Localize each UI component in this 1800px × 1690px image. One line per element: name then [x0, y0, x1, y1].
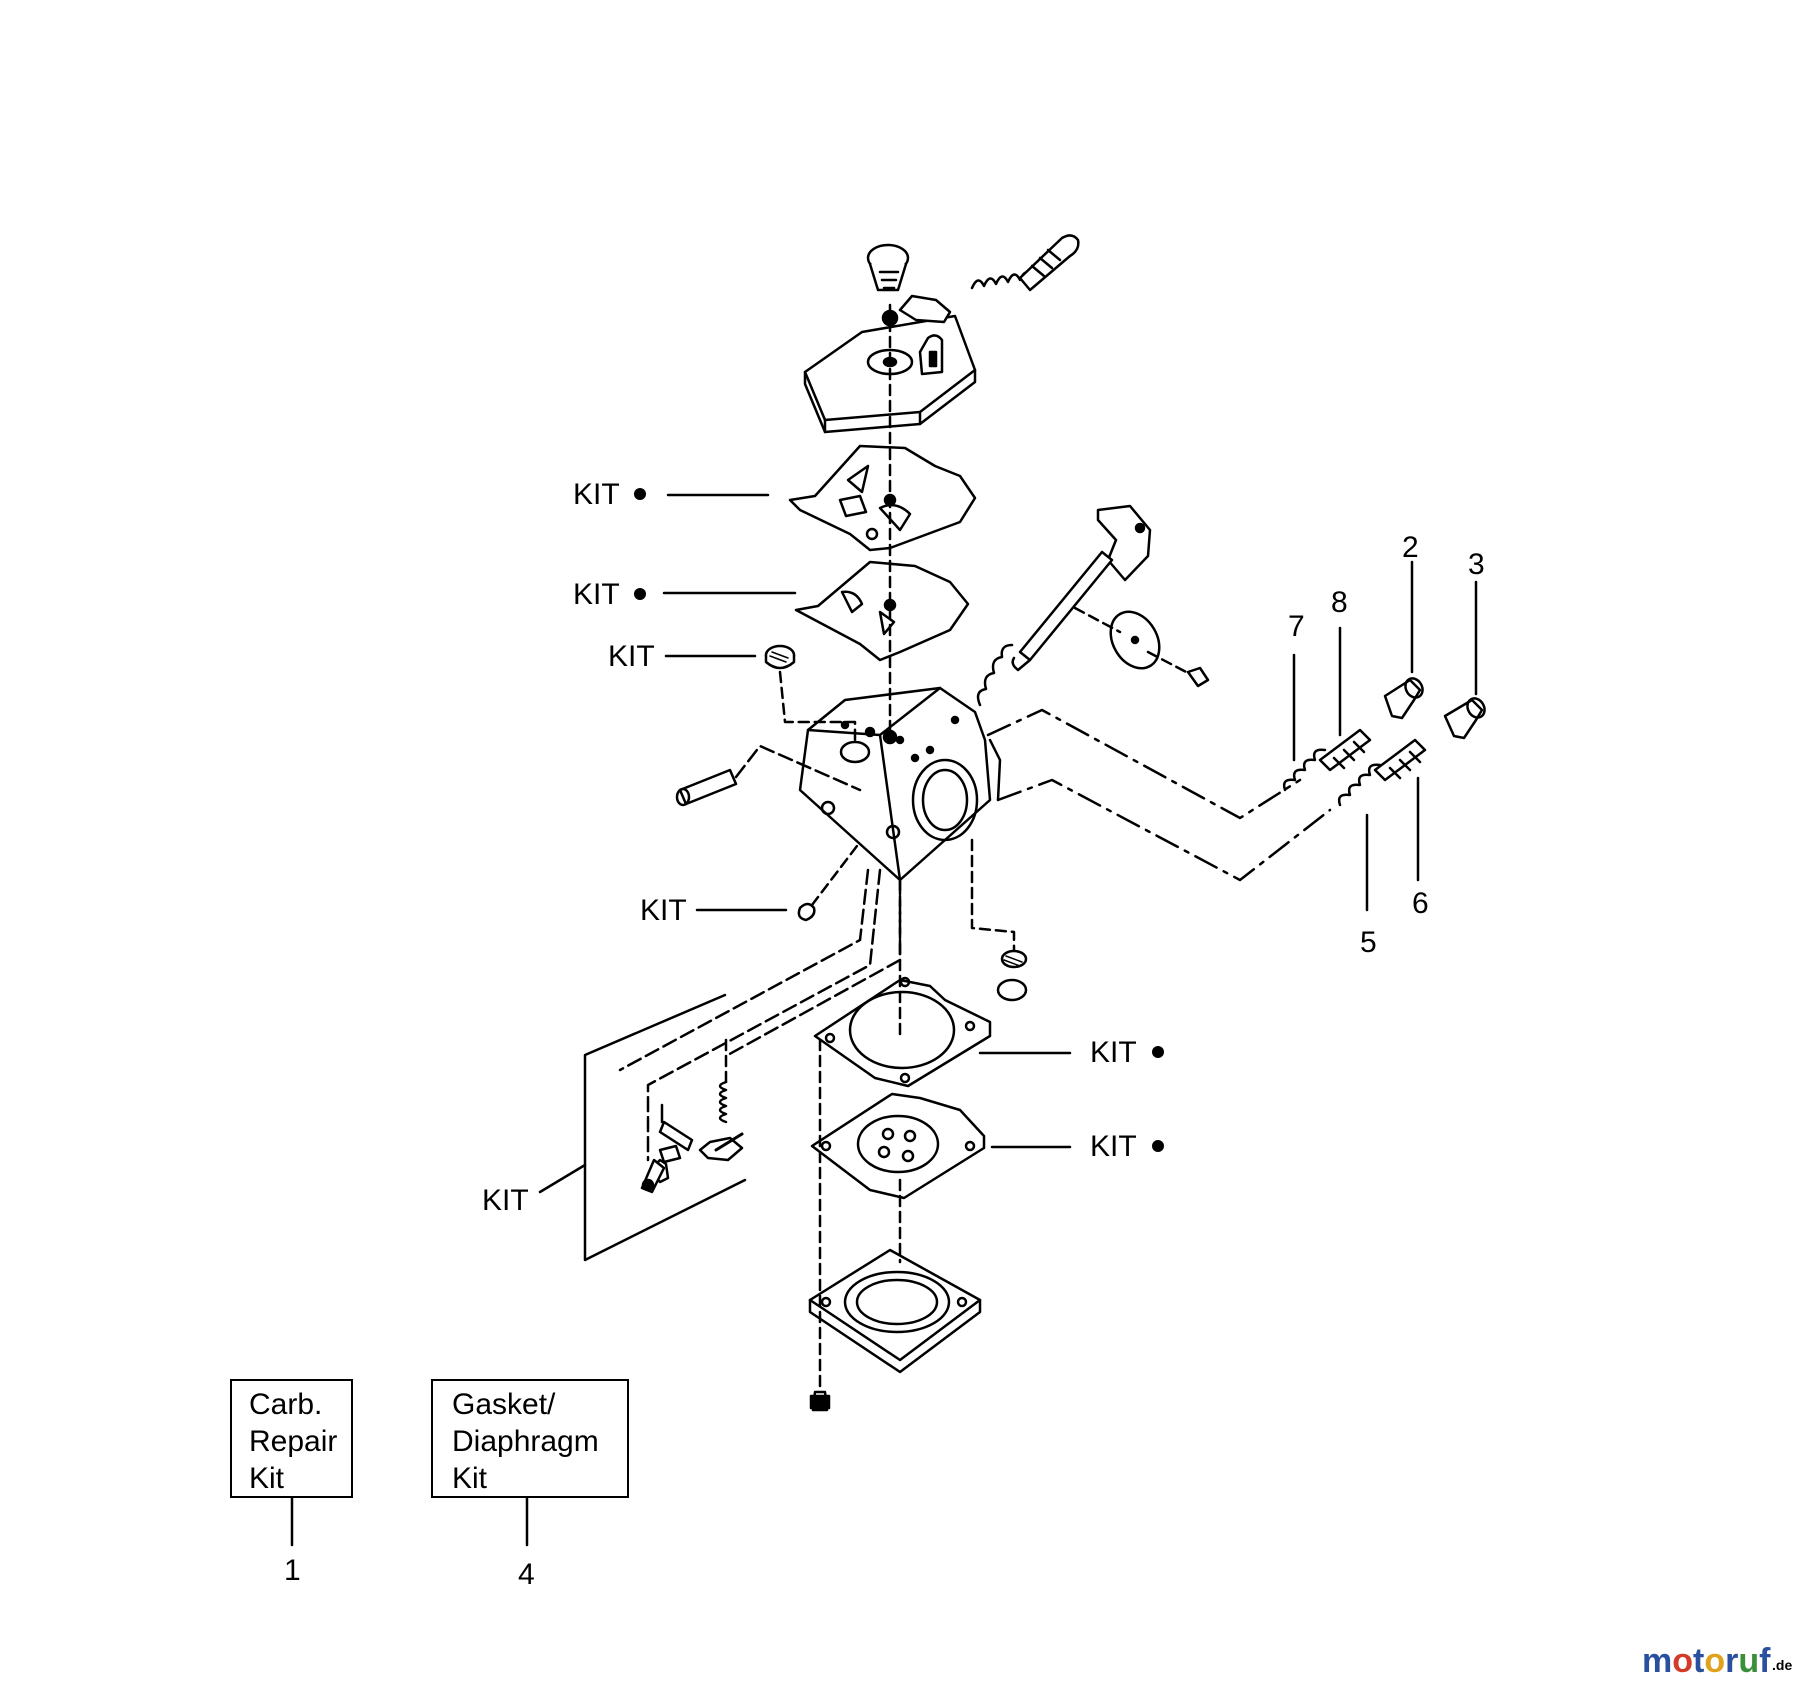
circlip [797, 840, 862, 922]
kit-label-cover-gasket: KIT [573, 478, 620, 511]
legend-box-line: Diaphragm [452, 1425, 599, 1458]
callout-5: 5 [1360, 926, 1377, 959]
callout-7: 7 [1288, 610, 1305, 643]
throttle-spring [976, 643, 1014, 707]
legend-box-gasket-diaphragm-kit: Gasket/ Diaphragm Kit [431, 1379, 629, 1498]
callout-6: 6 [1412, 887, 1429, 920]
kit-label-pump-diaphragm: KIT [1090, 1130, 1137, 1163]
svg-text:.de: .de [1772, 1657, 1792, 1673]
callout-2: 2 [1402, 531, 1419, 564]
kit-label-circlip: KIT [640, 894, 687, 927]
kit-label-screen: KIT [608, 640, 655, 673]
high-speed-spring [1337, 763, 1382, 807]
pump-diaphragm [810, 1092, 986, 1200]
kit-label-diaphragm: KIT [573, 578, 620, 611]
lower-screen [970, 838, 1028, 1002]
callout-3: 3 [1468, 548, 1485, 581]
metering-diaphragm [794, 560, 970, 662]
gasket-upper [788, 444, 977, 552]
pump-gasket [813, 976, 992, 1088]
kit-bullet [1152, 1046, 1164, 1058]
callout-4: 4 [518, 1558, 535, 1591]
limiter-cap-b [1443, 697, 1486, 740]
inlet-needle-group [640, 1038, 744, 1194]
legend-box-line: Kit [452, 1462, 488, 1495]
low-speed-needle [1318, 728, 1372, 772]
carburetor-body [798, 686, 1002, 882]
watermark-logo: motoruf .de [1642, 1642, 1792, 1680]
limiter-cap-a [1383, 677, 1424, 720]
top-screw [866, 243, 910, 292]
kit-bullet [1152, 1140, 1164, 1152]
choke-pin [675, 744, 862, 807]
throttle-shaft [1011, 504, 1210, 688]
callout-1: 1 [284, 1554, 301, 1587]
high-speed-needle [1373, 738, 1427, 782]
svg-text:motoruf: motoruf [1642, 1642, 1771, 1680]
legend-box-line: Repair [249, 1425, 337, 1458]
inlet-screen [764, 644, 796, 670]
legend-box-line: Gasket/ [452, 1388, 556, 1421]
pump-cover [808, 1248, 982, 1374]
kit-label-inlet-needle: KIT [482, 1184, 529, 1217]
callout-8: 8 [1331, 586, 1348, 619]
legend-box-carb-repair-kit: Carb. Repair Kit [230, 1379, 353, 1498]
kit-bullet [634, 588, 646, 600]
low-speed-spring [1282, 748, 1327, 792]
adjustment-needle [1018, 234, 1080, 292]
legend-box-line: Kit [249, 1462, 285, 1495]
cover-screw [809, 1390, 831, 1412]
kit-label-pump-gasket: KIT [1090, 1036, 1137, 1069]
kit-bullet [634, 488, 646, 500]
legend-box-line: Carb. [249, 1388, 322, 1421]
